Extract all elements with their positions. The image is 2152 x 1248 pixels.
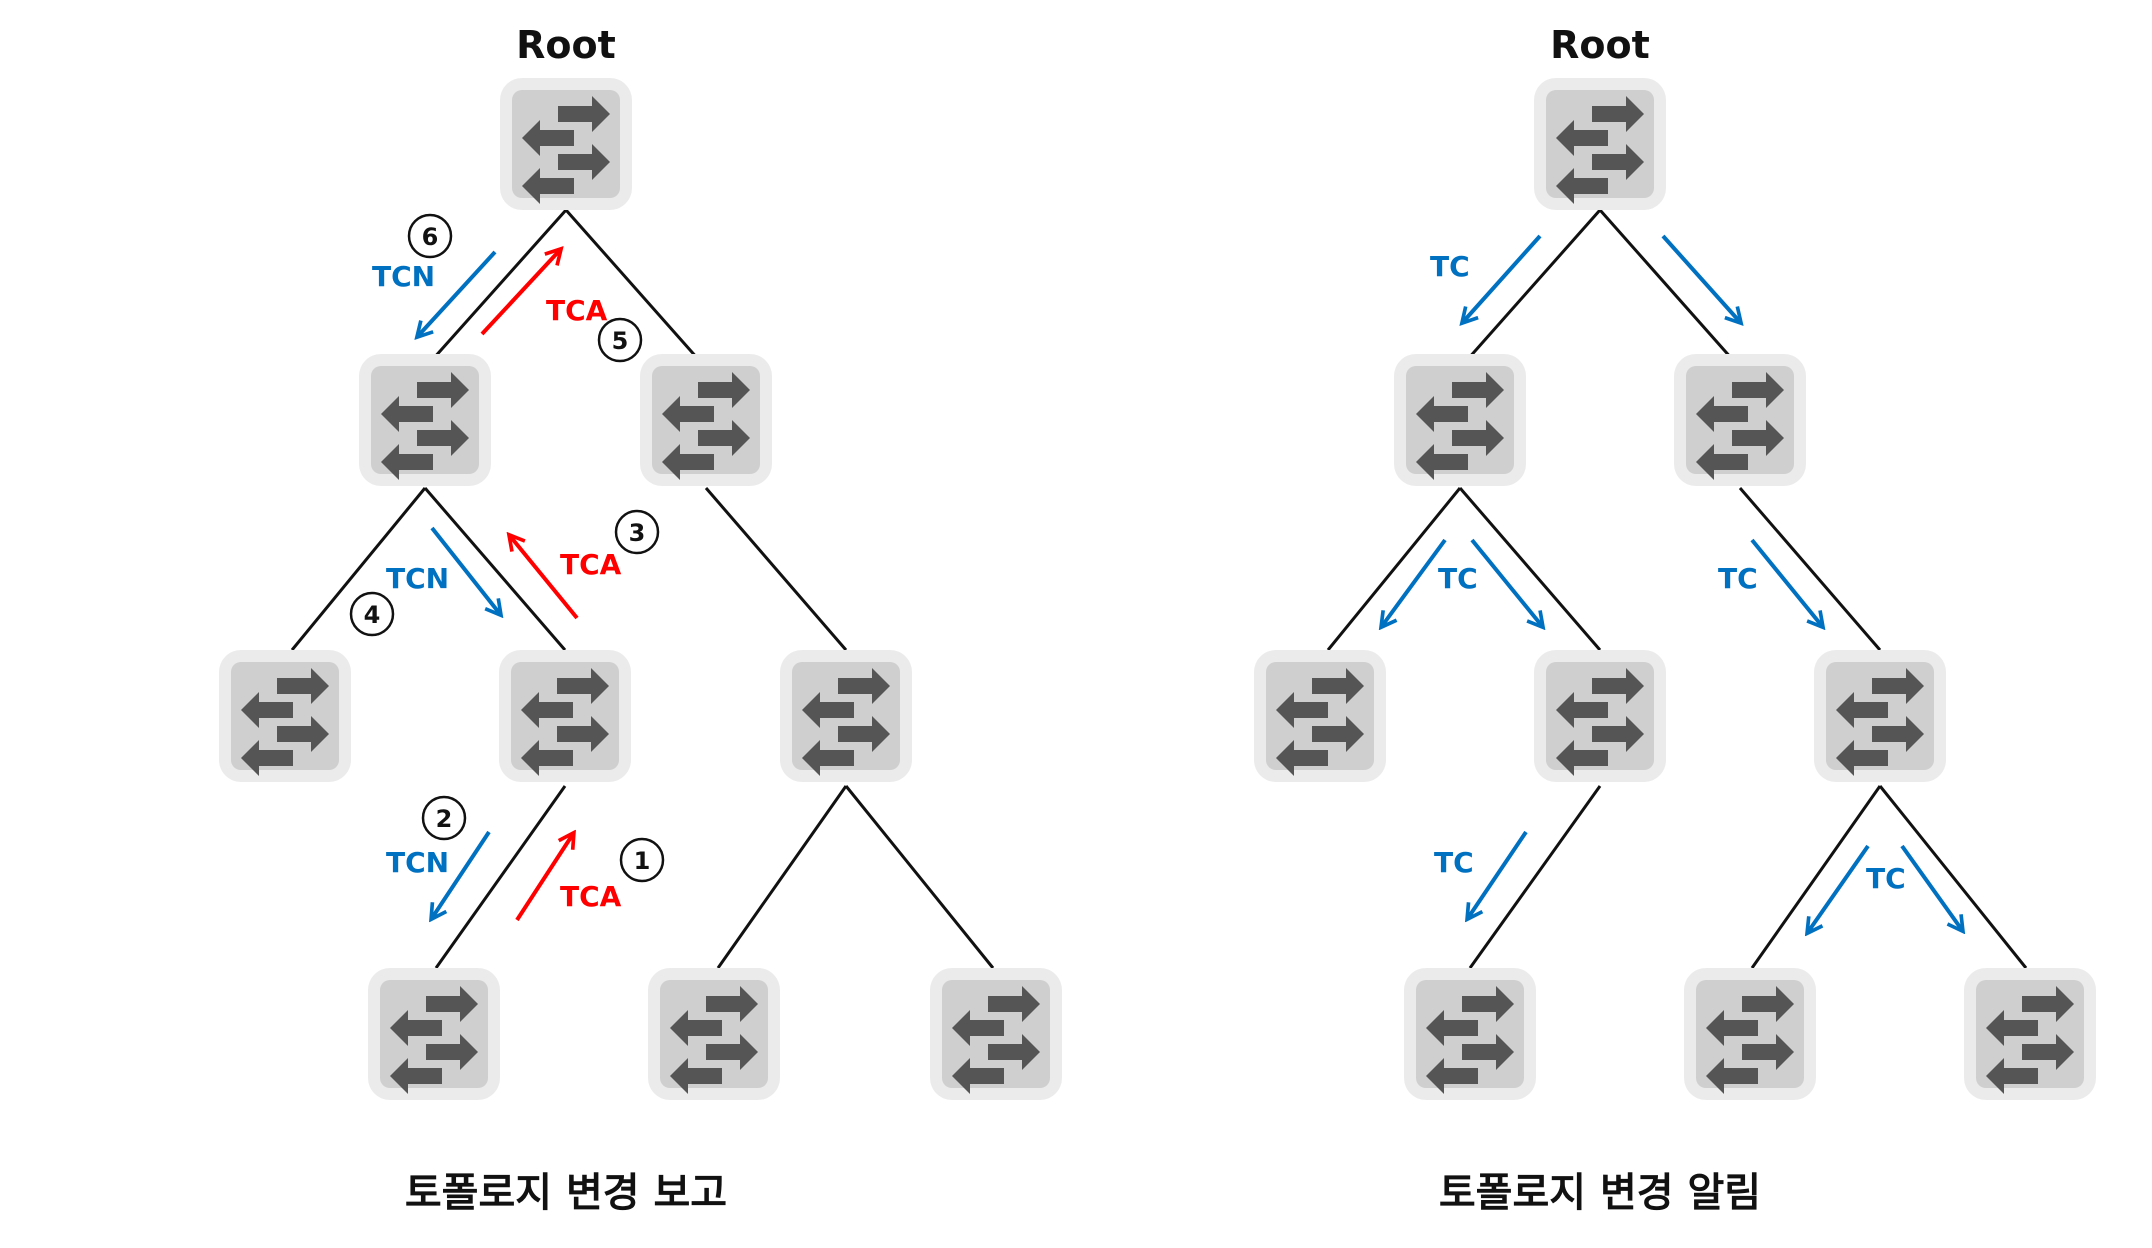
edge-r1-r3 [1326,487,1462,651]
step-2-label: 2 [436,805,453,833]
tca-label-mid: TCA [560,548,622,581]
edge-l4-l6 [434,785,567,969]
tc-label-3: TC [1718,562,1758,595]
step-circle [614,509,660,555]
step-circles: 6 5 3 4 2 1 [349,213,665,883]
tc-label-4: TC [1434,846,1474,879]
switch-icon [640,354,772,486]
switch-icon [1674,354,1806,486]
tca-arrow-mid [510,536,579,620]
edge-l2-l5 [704,487,848,651]
tc-label-5: TC [1866,862,1906,895]
switch-icon [359,354,491,486]
switch-icon [1394,354,1526,486]
step-circle [349,591,395,637]
switch-icon [1814,650,1946,782]
tcn-arrow-bot [432,830,491,918]
switch-icon [219,650,351,782]
switch-icon [1404,968,1536,1100]
step-4-label: 4 [364,601,381,629]
edge-r1-r4 [1458,487,1602,651]
tca-arrow-top [480,250,560,336]
edge-l5-l7 [716,785,848,969]
step-5-label: 5 [612,327,629,355]
edge-root-r2 [1598,209,1742,369]
tc-arrow [1900,844,1962,930]
switch-icon [1534,78,1666,210]
edge-l1-l4 [423,487,567,651]
tc-label-2: TC [1438,562,1478,595]
step-1-label: 1 [634,847,651,875]
right-caption: 토폴로지 변경 알림 [1439,1170,1761,1216]
step-3-label: 3 [629,519,646,547]
left-tree-nodes [219,78,1062,1100]
switch-icon [1254,650,1386,782]
switch-icon [930,968,1062,1100]
edge-r4-r6 [1468,785,1602,969]
tc-arrow [1661,234,1740,322]
tcn-arrow-mid [430,526,500,614]
left-caption: 토폴로지 변경 보고 [405,1170,727,1216]
switch-icon [648,968,780,1100]
tc-arrow [1463,234,1542,322]
edge-root-l2 [564,209,708,369]
edge-r5-r8 [1878,785,2028,969]
left-root-label: Root [516,23,616,67]
tcn-label-bot: TCN [386,846,449,879]
right-tree-edges [1326,209,2028,969]
tca-label-bot: TCA [560,880,622,913]
switch-icon [500,78,632,210]
left-tree-arrows [418,250,579,922]
tc-arrow [1468,830,1528,918]
tcn-arrow-top [418,250,497,336]
tc-arrow [1470,538,1542,626]
edge-root-l1 [423,209,568,369]
switch-icon [1534,650,1666,782]
switch-icon [499,650,631,782]
tc-arrow [1750,538,1822,626]
tcn-label-mid: TCN [386,562,449,595]
tca-label-top: TCA [546,294,608,327]
left-tree-edges [290,209,995,969]
edge-l5-l8 [844,785,995,969]
switch-icon [1964,968,2096,1100]
right-tree-nodes [1254,78,2096,1100]
edge-r5-r7 [1750,785,1882,969]
edge-l1-l3 [290,487,427,651]
tc-arrow [1382,538,1447,626]
step-6-label: 6 [422,223,439,251]
edge-r2-r5 [1738,487,1882,651]
step-circle [597,317,643,363]
switch-icon [368,968,500,1100]
tca-arrow-bot [515,834,573,922]
tcn-label-top: TCN [372,260,435,293]
right-root-label: Root [1550,23,1650,67]
switch-icon [1684,968,1816,1100]
step-circle [619,837,665,883]
switch-icon [780,650,912,782]
tc-arrow [1808,844,1870,932]
step-circle [407,213,453,259]
tc-label-1: TC [1430,250,1470,283]
edge-root-r1 [1458,209,1602,369]
step-circle [421,795,467,841]
right-tree-arrows [1382,234,1962,932]
